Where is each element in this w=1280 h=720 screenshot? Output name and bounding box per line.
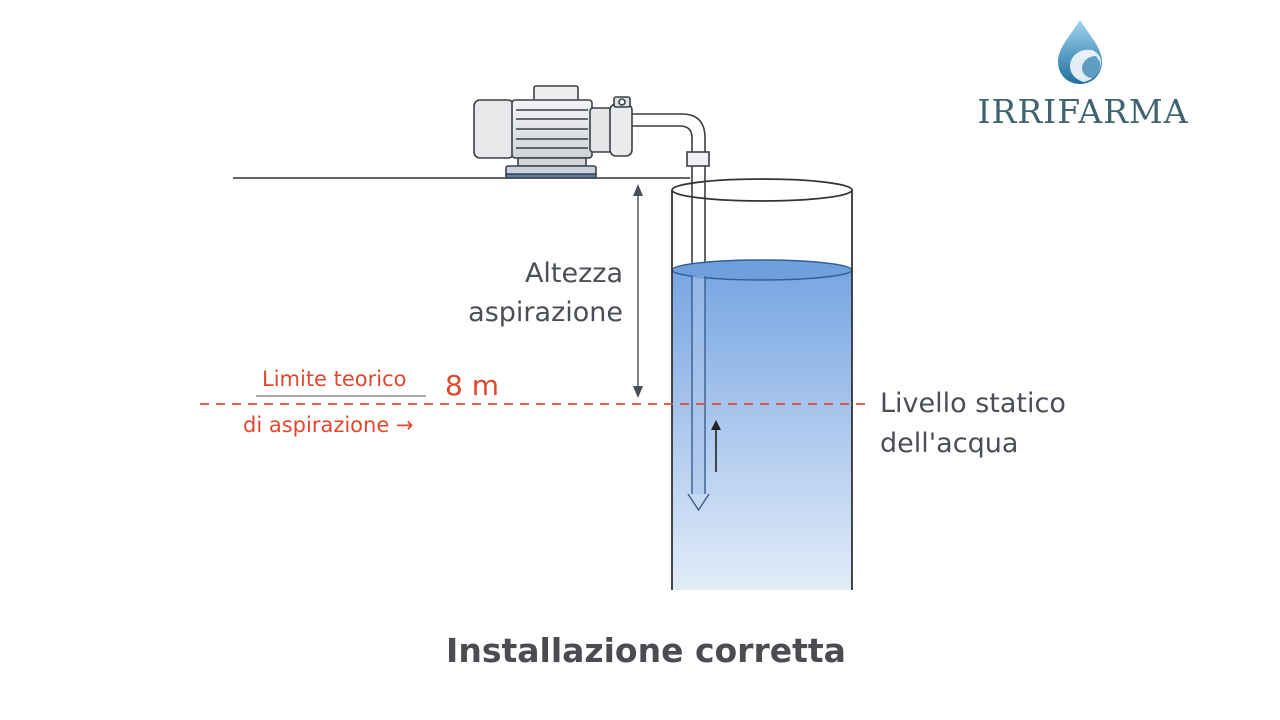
well-icon [671,178,853,590]
pump-icon [473,85,633,179]
suction-height-label-2: aspirazione [468,297,623,328]
limit-label-1: Limite teorico [262,367,407,391]
static-level-label-1: Livello statico [880,388,1066,419]
limit-label-2: di aspirazione → [243,413,414,437]
flow-arrow-icon [711,420,721,472]
water-drop-logo-icon [1058,20,1102,84]
limit-value: 8 m [445,369,499,402]
static-level-label-2: dell'acqua [880,428,1018,459]
brand-name: IRRIFARMA [977,92,1188,131]
diagram-caption: Installazione corretta [446,631,846,670]
dimension-arrow-icon [633,184,643,398]
suction-height-label-1: Altezza [525,258,623,289]
